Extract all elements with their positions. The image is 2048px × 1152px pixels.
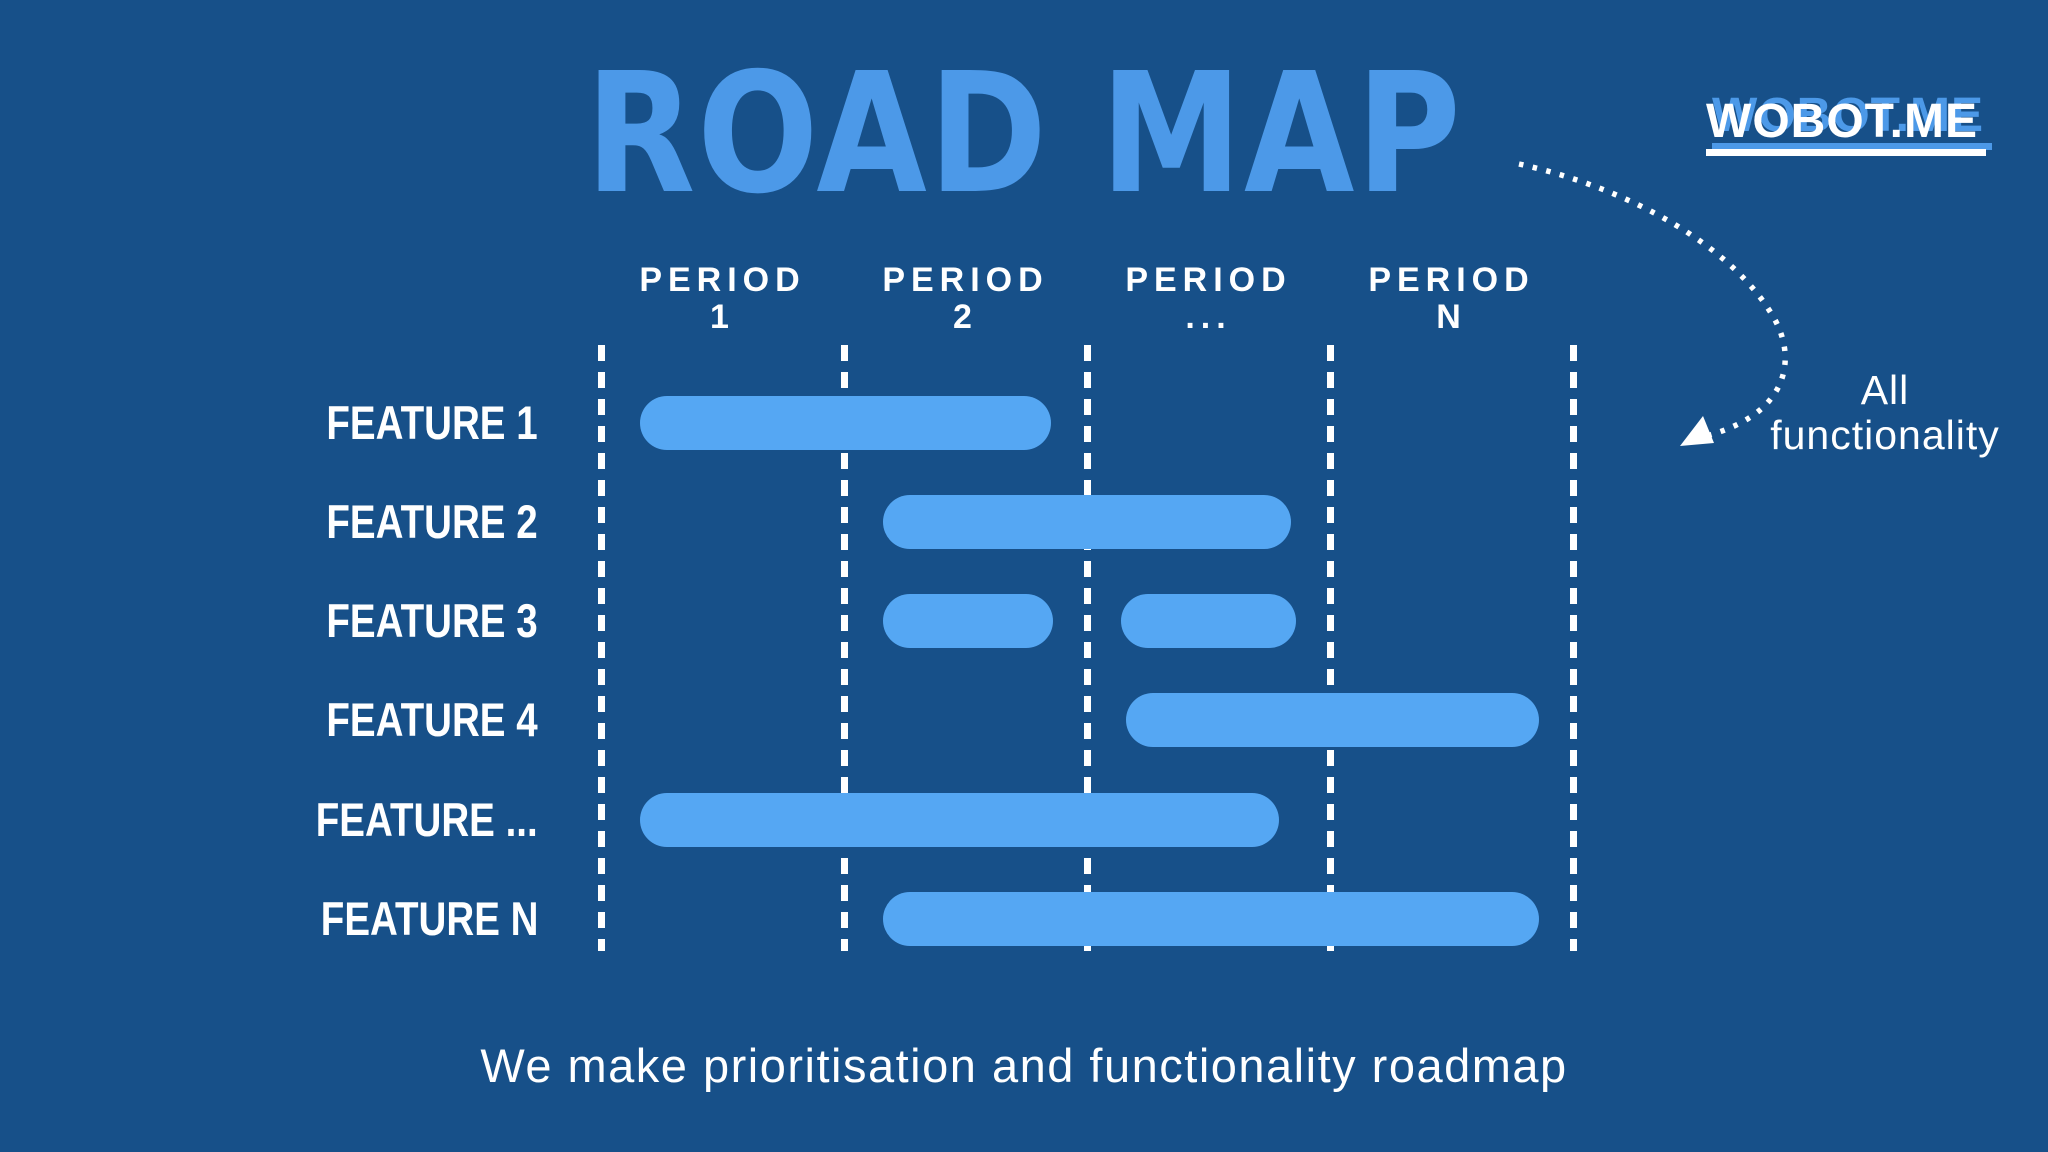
period-header-sub: 2 — [953, 298, 978, 336]
feature-label: FEATURE 2 — [326, 495, 538, 548]
period-header-label: PERIOD — [882, 261, 1049, 299]
gantt-bar — [1125, 693, 1539, 747]
brand-logo: WOBOT.ME — [1706, 95, 1987, 156]
brand-logo-underline — [1706, 149, 1987, 156]
column-gridline — [1569, 345, 1577, 951]
period-header-label: PERIOD — [639, 261, 806, 299]
annotation-line-1: All — [1860, 367, 1910, 413]
arrowhead-icon — [1680, 416, 1714, 446]
period-header-sub: N — [1436, 298, 1467, 336]
feature-label: FEATURE 3 — [326, 594, 538, 647]
column-gridline — [840, 345, 848, 951]
column-gridline — [1326, 345, 1334, 951]
dotted-arrow-path — [1518, 161, 1788, 438]
annotation-all-functionality: All functionality — [1740, 368, 2030, 458]
period-header-sub: 1 — [710, 298, 735, 336]
feature-label: FEATURE N — [320, 892, 538, 945]
page-title: ROAD MAP — [585, 38, 1463, 231]
period-header-label: PERIOD — [1368, 261, 1535, 299]
feature-label: FEATURE ... — [316, 793, 538, 846]
period-header-label: PERIOD — [1125, 261, 1292, 299]
column-gridline — [1083, 345, 1091, 951]
period-header: PERIOD... — [1087, 262, 1330, 336]
gantt-bar — [639, 396, 1051, 450]
gantt-bar — [882, 594, 1053, 648]
feature-label: FEATURE 1 — [326, 396, 538, 449]
period-header-sub: ... — [1185, 298, 1232, 336]
brand-logo-text: WOBOT.ME — [1706, 95, 1978, 148]
gantt-bar — [882, 495, 1292, 549]
annotation-line-2: functionality — [1770, 412, 2000, 458]
gantt-bar — [639, 793, 1279, 847]
gantt-bar — [882, 892, 1539, 946]
column-gridline — [597, 345, 605, 951]
gantt-bar — [1121, 594, 1296, 648]
feature-label: FEATURE 4 — [326, 693, 538, 746]
tagline: We make prioritisation and functionality… — [480, 1039, 1568, 1092]
